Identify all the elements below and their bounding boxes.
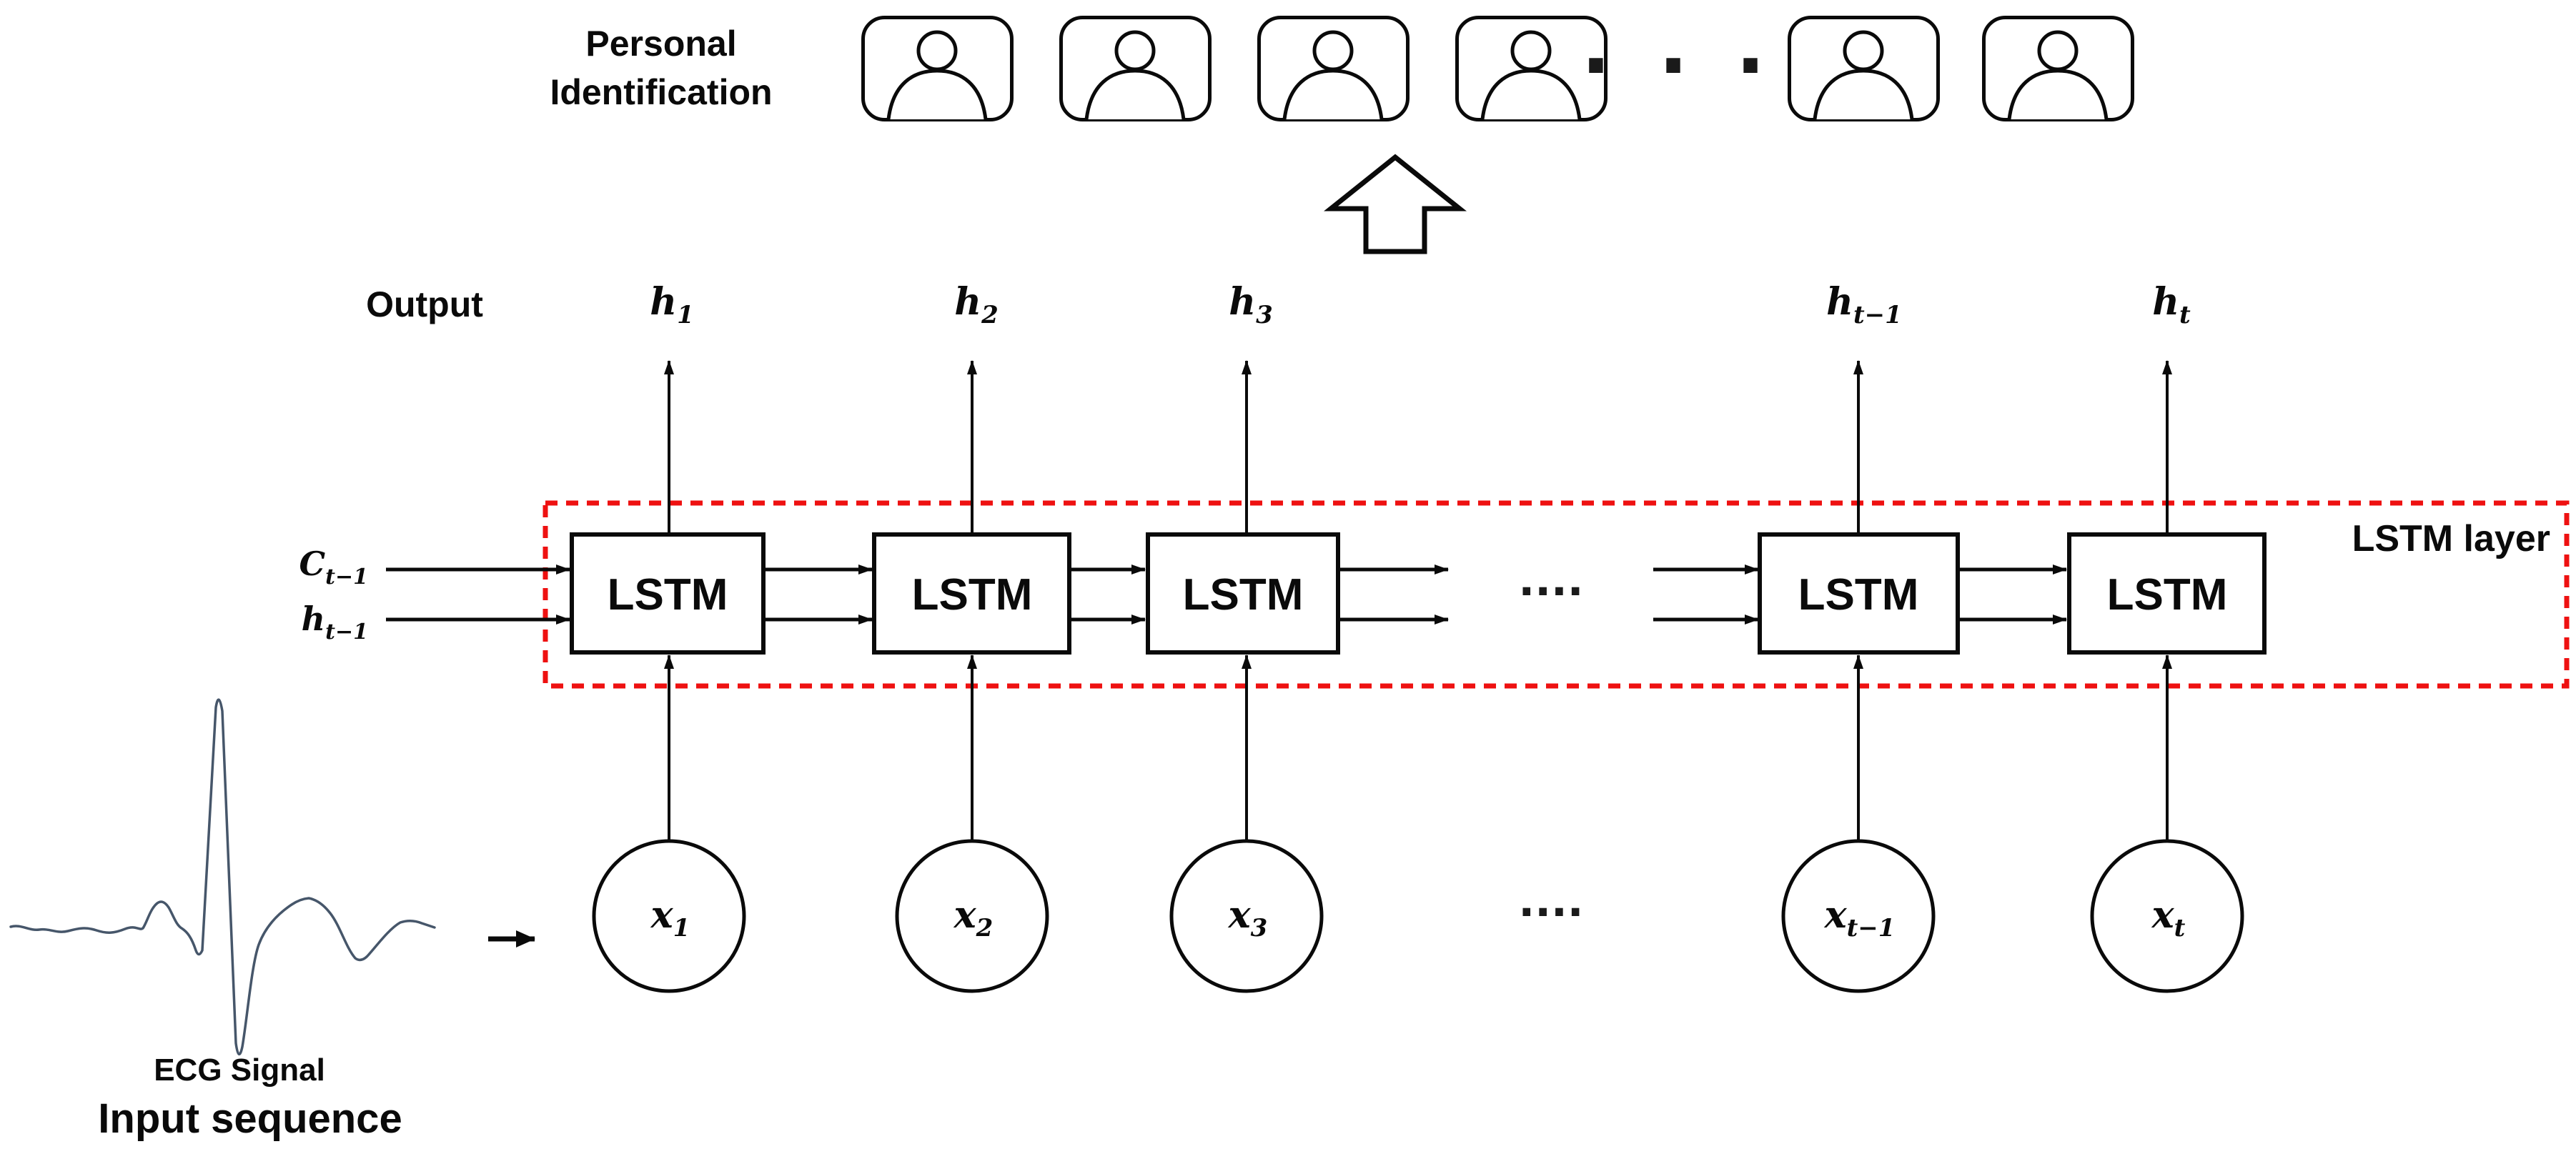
diagram-title: Personal Identification [550, 24, 772, 112]
person-icon-6 [1984, 18, 2133, 120]
input-circle-3: x3 [1169, 839, 1324, 993]
lstm-layer-boundary [543, 500, 2570, 689]
input-sequence-label: Input sequence [98, 1095, 402, 1142]
person-icon-2 [1061, 18, 1210, 120]
h-label-t-1: ht−1 [1826, 280, 1902, 329]
h-label-t: ht [2152, 280, 2191, 329]
person-icon-1 [863, 18, 1012, 120]
person-icons-row: · · · [863, 18, 2133, 120]
cell-state-label: Ct−1 [299, 544, 369, 590]
ecg-waveform [9, 698, 436, 1055]
output-h-labels: h1 h2 h3 ht−1 ht [650, 280, 2191, 329]
lstm-box-label-4: LSTM [1798, 570, 1919, 620]
recurrent-input-arrows [386, 564, 570, 625]
h-label-1: h1 [650, 280, 693, 329]
output-label: Output [366, 284, 483, 324]
persons-ellipsis: · · · [1581, 20, 1775, 111]
title-line-1: Personal [585, 24, 736, 64]
person-icon-3 [1259, 18, 1408, 120]
x-label-1: x1 [650, 893, 690, 942]
x-label-t: xt [2151, 893, 2186, 942]
lstm-box-3: LSTM [1146, 532, 1340, 655]
inter-lstm-arrows [765, 564, 2067, 625]
lstm-box-label-2: LSTM [912, 570, 1033, 620]
lstm-box-5: LSTM [2067, 532, 2267, 655]
hidden-state-label: ht−1 [302, 600, 368, 645]
lstm-box-label-5: LSTM [2107, 570, 2228, 620]
lstm-box-1: LSTM [570, 532, 766, 655]
x-label-3: x3 [1228, 893, 1268, 942]
h-label-2: h2 [954, 280, 998, 329]
h-label-3: h3 [1229, 280, 1272, 329]
input-circle-1: x1 [592, 839, 746, 993]
inputs-ellipsis: ···· [1518, 887, 1583, 937]
lstm-box-label-1: LSTM [608, 570, 728, 620]
lstm-box-4: LSTM [1758, 532, 1960, 655]
input-circle-2: x2 [895, 839, 1049, 993]
lstm-box-2: LSTM [872, 532, 1071, 655]
lstm-boxes: LSTM LSTM LSTM LSTM LSTM [570, 532, 2267, 655]
lstm-box-label-3: LSTM [1183, 570, 1304, 620]
lstm-layer-label: LSTM layer [2352, 518, 2550, 559]
input-circle-4: xt−1 [1781, 839, 1936, 993]
x-label-2: x2 [953, 893, 994, 942]
input-circles: x1 x2 x3 ···· xt−1 xt [592, 839, 2244, 993]
input-to-lstm-arrows [664, 655, 2172, 840]
x-label-t-1: xt−1 [1824, 893, 1896, 942]
ecg-signal-label: ECG Signal [154, 1053, 325, 1088]
title-line-2: Identification [550, 72, 772, 112]
input-circle-5: xt [2090, 839, 2244, 993]
lstm-ellipsis: ···· [1518, 567, 1583, 617]
output-arrows [664, 360, 2172, 534]
person-icon-5 [1790, 18, 1938, 120]
classification-up-arrow [1324, 154, 1467, 254]
